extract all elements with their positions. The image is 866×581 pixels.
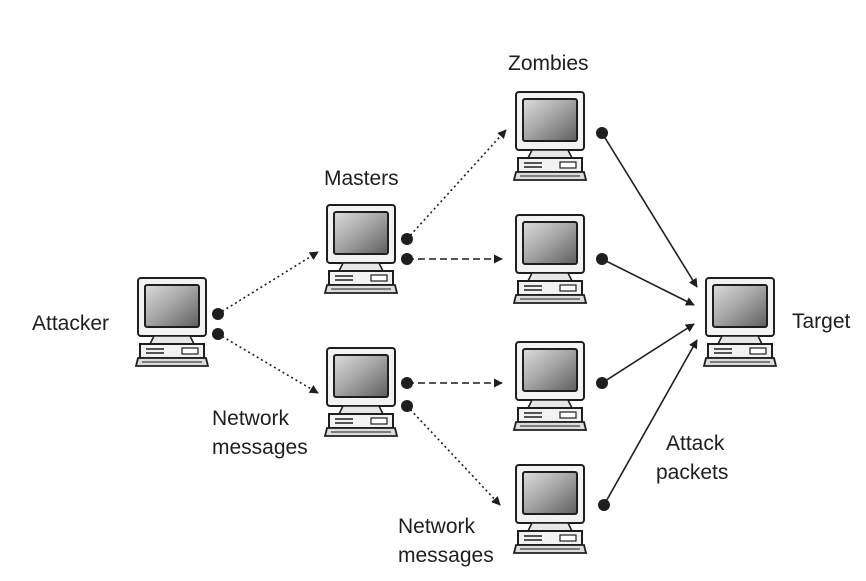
computer-icon (513, 214, 587, 304)
arrow-master2-to-zombie4 (406, 405, 501, 506)
arrow-zombie4-to-target (603, 339, 698, 506)
computer-icon (513, 464, 587, 554)
computer-icon (324, 204, 398, 294)
arrow-attacker-to-master1 (217, 251, 319, 315)
zombies-label: Zombies (508, 52, 589, 75)
computer-icon (135, 277, 209, 367)
target-label: Target (792, 310, 851, 333)
network-message-arrows (217, 129, 507, 506)
attack-packets-label-line2: packets (656, 461, 728, 484)
computer-icon (513, 341, 587, 431)
zombie-computer-1 (513, 91, 587, 181)
arrow-zombie2-to-target (601, 258, 695, 306)
arrow-zombie3-to-target (601, 323, 695, 384)
zombie-computer-4 (513, 464, 587, 554)
attack-packet-arrows (601, 132, 698, 506)
network-messages-bottom-label-line1: Network (398, 515, 476, 538)
arrow-attacker-to-master2 (217, 333, 319, 394)
zombie-computer-3 (513, 341, 587, 431)
master-computer-2 (324, 347, 398, 437)
masters-label: Masters (324, 167, 399, 190)
arrow-master1-to-zombie1 (406, 129, 507, 240)
computer-icon (513, 91, 587, 181)
zombie-computer-2 (513, 214, 587, 304)
attack-packets-label-line1: Attack (666, 432, 725, 455)
attacker-computer (135, 277, 209, 367)
attacker-label: Attacker (32, 312, 109, 335)
master-computer-1 (324, 204, 398, 294)
computer-icon (703, 277, 777, 367)
arrow-zombie1-to-target (601, 132, 698, 288)
network-messages-left-label-line1: Network (212, 407, 290, 430)
target-computer (703, 277, 777, 367)
network-messages-left-label-line2: messages (212, 436, 308, 459)
network-messages-bottom-label-line2: messages (398, 544, 494, 567)
computer-icon (324, 347, 398, 437)
